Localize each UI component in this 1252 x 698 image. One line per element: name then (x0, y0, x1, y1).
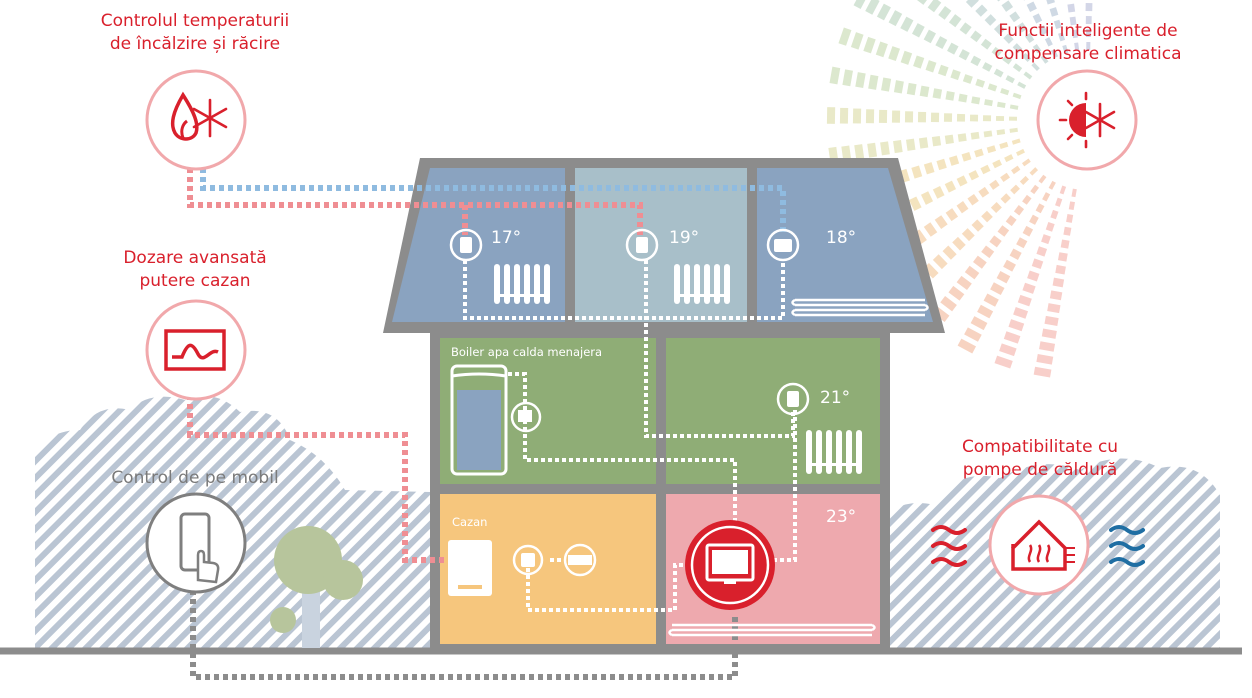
mobile-control-badge (145, 492, 247, 594)
red-boiler-line (187, 395, 447, 563)
boiler-power-line2: putere cazan (139, 271, 251, 291)
mobile-control-label: Control de pe mobil (80, 467, 310, 490)
floor1-room-right (666, 338, 880, 484)
boiler-power-line1: Dozare avansată (123, 248, 267, 268)
climate-compensation-badge (1036, 69, 1138, 171)
temperature-attic-left: 17° (491, 228, 522, 248)
floor-heating-attic (791, 298, 929, 317)
climate-compensation-line1: Functii inteligente de (998, 21, 1178, 41)
radiator-attic-middle (674, 264, 730, 304)
heat-pump-label: Compatibilitate cu pompe de căldură (935, 436, 1145, 482)
warm-waves-icon (931, 525, 967, 567)
radiator-attic-left (494, 264, 550, 304)
red-control-line (187, 168, 643, 235)
smartphone-touch-icon (179, 512, 220, 584)
grey-mobile-line (190, 590, 738, 680)
tree (270, 526, 363, 648)
sun-snowflake-icon (1058, 91, 1116, 149)
temperature-control-label: Controlul temperaturii de încălzire și r… (80, 10, 310, 56)
boiler-power-badge (145, 299, 247, 401)
drop-snowflake-icon (170, 91, 228, 141)
boiler-power-label: Dozare avansată putere cazan (90, 247, 300, 293)
cool-waves-icon (1109, 525, 1145, 567)
temperature-floor1-right: 21° (820, 388, 851, 408)
climate-compensation-label: Functii inteligente de compensare climat… (968, 20, 1208, 66)
radiator-floor1-right (806, 430, 862, 474)
temperature-attic-right: 18° (826, 228, 857, 248)
cazan-room-title: Cazan (452, 515, 488, 529)
thermostat-attic-middle (625, 228, 659, 262)
thermostat-floor1-right (776, 382, 810, 416)
thermostat-attic-left (449, 228, 483, 262)
floor-heating-ground (668, 623, 876, 637)
heat-pump-house-icon (1011, 519, 1075, 571)
mobile-control-line1: Control de pe mobil (111, 468, 279, 488)
boiler-unit (448, 540, 492, 596)
blue-control-line (200, 168, 786, 235)
climate-compensation-line2: compensare climatica (994, 44, 1182, 64)
heat-pump-badge (988, 494, 1090, 596)
temperature-ground-right: 23° (826, 507, 857, 527)
boiler-valve (510, 401, 542, 433)
temperature-attic-middle: 19° (669, 228, 700, 248)
heat-pump-line1: Compatibilitate cu (961, 437, 1119, 457)
attic-room-right (757, 168, 933, 322)
boiler-module-round (512, 544, 544, 576)
temperature-control-line2: de încălzire și răcire (109, 34, 281, 54)
heat-pump-line2: pompe de căldură (962, 460, 1118, 480)
hot-water-tank (450, 364, 508, 476)
boiler-room-title: Boiler apa calda menajera (451, 345, 603, 359)
temperature-control-line1: Controlul temperaturii (100, 11, 290, 31)
modulation-graph-icon (164, 329, 226, 371)
temperature-control-badge (145, 69, 247, 171)
connections (187, 168, 797, 680)
central-controller (685, 520, 775, 610)
thermostat-attic-right (766, 228, 800, 262)
boiler-module-flat (563, 543, 597, 577)
attic-room-middle (575, 168, 747, 322)
